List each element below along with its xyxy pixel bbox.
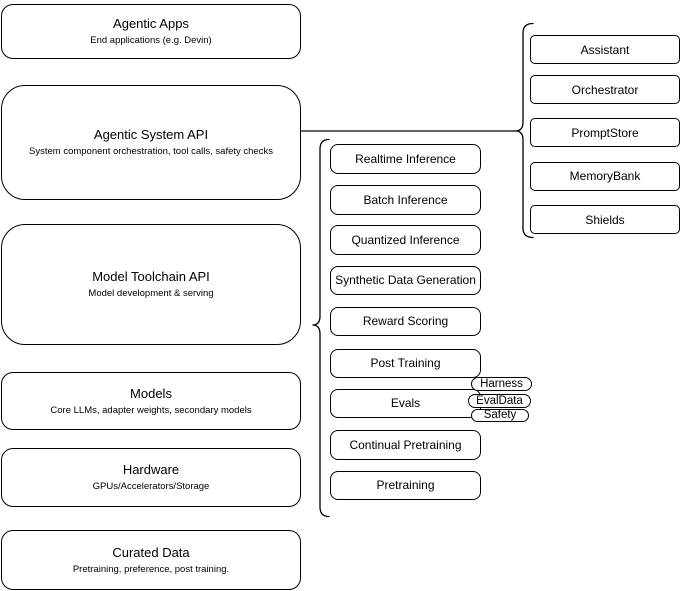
- node-hardware: Hardware GPUs/Accelerators/Storage: [1, 448, 301, 507]
- node-batch-inference-label: Batch Inference: [363, 192, 448, 207]
- toolchain-brace: [312, 138, 330, 518]
- node-agentic-system-api: Agentic System API System component orch…: [1, 85, 301, 200]
- node-curated-data: Curated Data Pretraining, preference, po…: [1, 530, 301, 590]
- node-models-subtitle: Core LLMs, adapter weights, secondary mo…: [50, 404, 252, 416]
- node-hardware-title: Hardware: [122, 462, 180, 477]
- node-synthetic-data-generation-label: Synthetic Data Generation: [335, 273, 476, 288]
- node-quantized-inference: Quantized Inference: [330, 225, 481, 255]
- pill-harness: Harness: [471, 377, 532, 391]
- node-model-toolchain-api-title: Model Toolchain API: [92, 269, 210, 284]
- node-memorybank-label: MemoryBank: [569, 169, 641, 183]
- node-post-training: Post Training: [330, 348, 481, 378]
- node-promptstore: PromptStore: [530, 118, 680, 147]
- pill-evaldata-label: EvalData: [476, 395, 523, 407]
- node-continual-pretraining: Continual Pretraining: [330, 430, 481, 460]
- node-shields-label: Shields: [585, 212, 625, 227]
- node-agentic-apps: Agentic Apps End applications (e.g. Devi…: [1, 4, 301, 59]
- node-continual-pretraining-label: Continual Pretraining: [349, 437, 462, 452]
- node-reward-scoring: Reward Scoring: [330, 306, 481, 336]
- node-reward-scoring-label: Reward Scoring: [362, 314, 449, 329]
- pill-harness-label: Harness: [480, 378, 523, 390]
- node-pretraining: Pretraining: [330, 470, 481, 500]
- node-agentic-apps-subtitle: End applications (e.g. Devin): [90, 35, 212, 46]
- node-quantized-inference-label: Quantized Inference: [351, 232, 460, 247]
- node-assistant: Assistant: [530, 35, 680, 64]
- node-realtime-inference: Realtime Inference: [330, 144, 481, 174]
- node-curated-data-subtitle: Pretraining, preference, post training.: [72, 563, 230, 575]
- node-agentic-system-api-title: Agentic System API: [93, 127, 209, 142]
- node-evals: Evals: [330, 388, 481, 418]
- node-model-toolchain-api: Model Toolchain API Model development & …: [1, 224, 301, 345]
- node-models-title: Models: [130, 385, 172, 401]
- node-synthetic-data-generation: Synthetic Data Generation: [330, 265, 481, 295]
- node-evals-label: Evals: [390, 396, 421, 411]
- node-pretraining-label: Pretraining: [376, 478, 435, 493]
- node-memorybank: MemoryBank: [530, 161, 680, 191]
- node-agentic-apps-title: Agentic Apps: [113, 16, 189, 31]
- pill-evaldata: EvalData: [468, 394, 531, 408]
- node-promptstore-label: PromptStore: [571, 125, 639, 140]
- node-orchestrator: Orchestrator: [530, 75, 680, 104]
- node-curated-data-title: Curated Data: [112, 544, 190, 560]
- node-agentic-system-api-subtitle: System component orchestration, tool cal…: [29, 146, 273, 157]
- node-orchestrator-label: Orchestrator: [571, 82, 639, 97]
- pill-safety: Safety: [471, 408, 529, 422]
- node-models: Models Core LLMs, adapter weights, secon…: [1, 372, 301, 430]
- node-post-training-label: Post Training: [370, 356, 441, 371]
- node-batch-inference: Batch Inference: [330, 185, 481, 215]
- node-assistant-label: Assistant: [580, 42, 630, 57]
- pill-safety-label: Safety: [483, 409, 517, 422]
- node-hardware-subtitle: GPUs/Accelerators/Storage: [92, 481, 210, 492]
- node-model-toolchain-api-subtitle: Model development & serving: [88, 288, 214, 299]
- node-realtime-inference-label: Realtime Inference: [355, 151, 456, 166]
- node-shields: Shields: [530, 205, 680, 234]
